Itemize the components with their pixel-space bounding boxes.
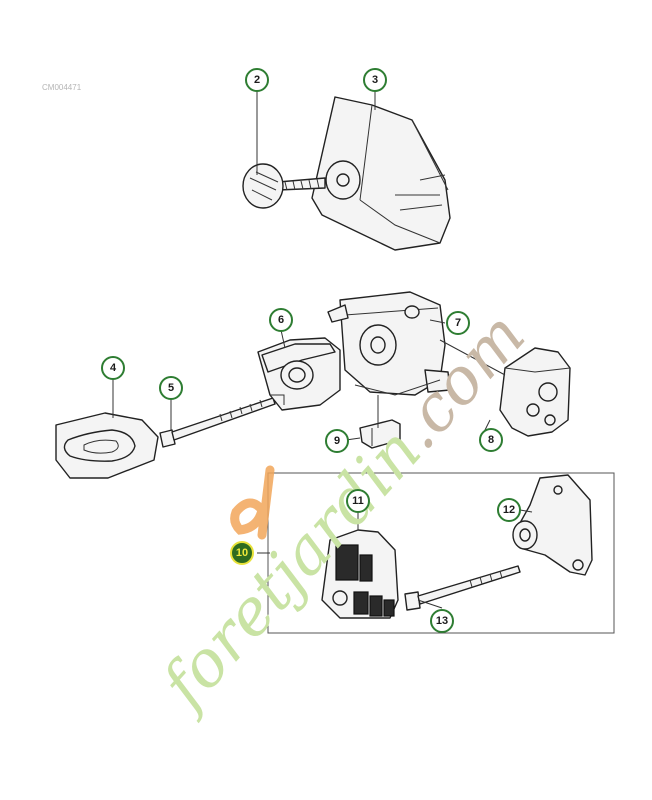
svg-text:12: 12 (503, 504, 515, 516)
callout-7: 7 (446, 311, 470, 335)
svg-text:foretjardin.com: foretjardin.com (146, 299, 540, 725)
callout-4: 4 (101, 356, 125, 380)
part-11-kit-part (321, 529, 399, 619)
part-3-cover (311, 96, 451, 251)
watermark: foretjardin.com (146, 299, 540, 725)
svg-text:4: 4 (110, 362, 117, 374)
part-12-kit-housing (512, 474, 593, 576)
svg-text:10: 10 (236, 547, 248, 559)
svg-text:2: 2 (254, 74, 260, 86)
part-4-filter (55, 412, 159, 479)
part-13-kit-bolt (404, 565, 521, 611)
part-8-bracket (499, 347, 571, 437)
callout-2: 2 (245, 68, 269, 92)
callout-3: 3 (363, 68, 387, 92)
svg-text:7: 7 (455, 317, 461, 329)
svg-text:9: 9 (334, 435, 340, 447)
svg-text:13: 13 (436, 615, 448, 627)
callout-13: 13 (430, 609, 454, 633)
callout-11: 11 (346, 489, 370, 513)
svg-text:8: 8 (488, 434, 494, 446)
leader-lines (112, 88, 533, 609)
part-6-adapter (257, 337, 341, 411)
part-5-bolt (159, 397, 276, 448)
svg-text:5: 5 (168, 382, 174, 394)
callout-9: 9 (325, 429, 349, 453)
svg-text:6: 6 (278, 314, 284, 326)
part-2-knob (242, 163, 326, 209)
callout-6: 6 (269, 308, 293, 332)
svg-text:11: 11 (352, 495, 364, 507)
callout-12: 12 (497, 498, 521, 522)
callout-5: 5 (159, 376, 183, 400)
watermark-accent (230, 465, 275, 540)
part-7-carburetor (327, 291, 451, 396)
callout-8: 8 (479, 428, 503, 452)
part-9-gasket (359, 419, 401, 449)
callout-10-highlighted: 10 (230, 541, 254, 565)
drawing-code: CM004471 (42, 83, 82, 92)
svg-text:3: 3 (372, 74, 378, 86)
